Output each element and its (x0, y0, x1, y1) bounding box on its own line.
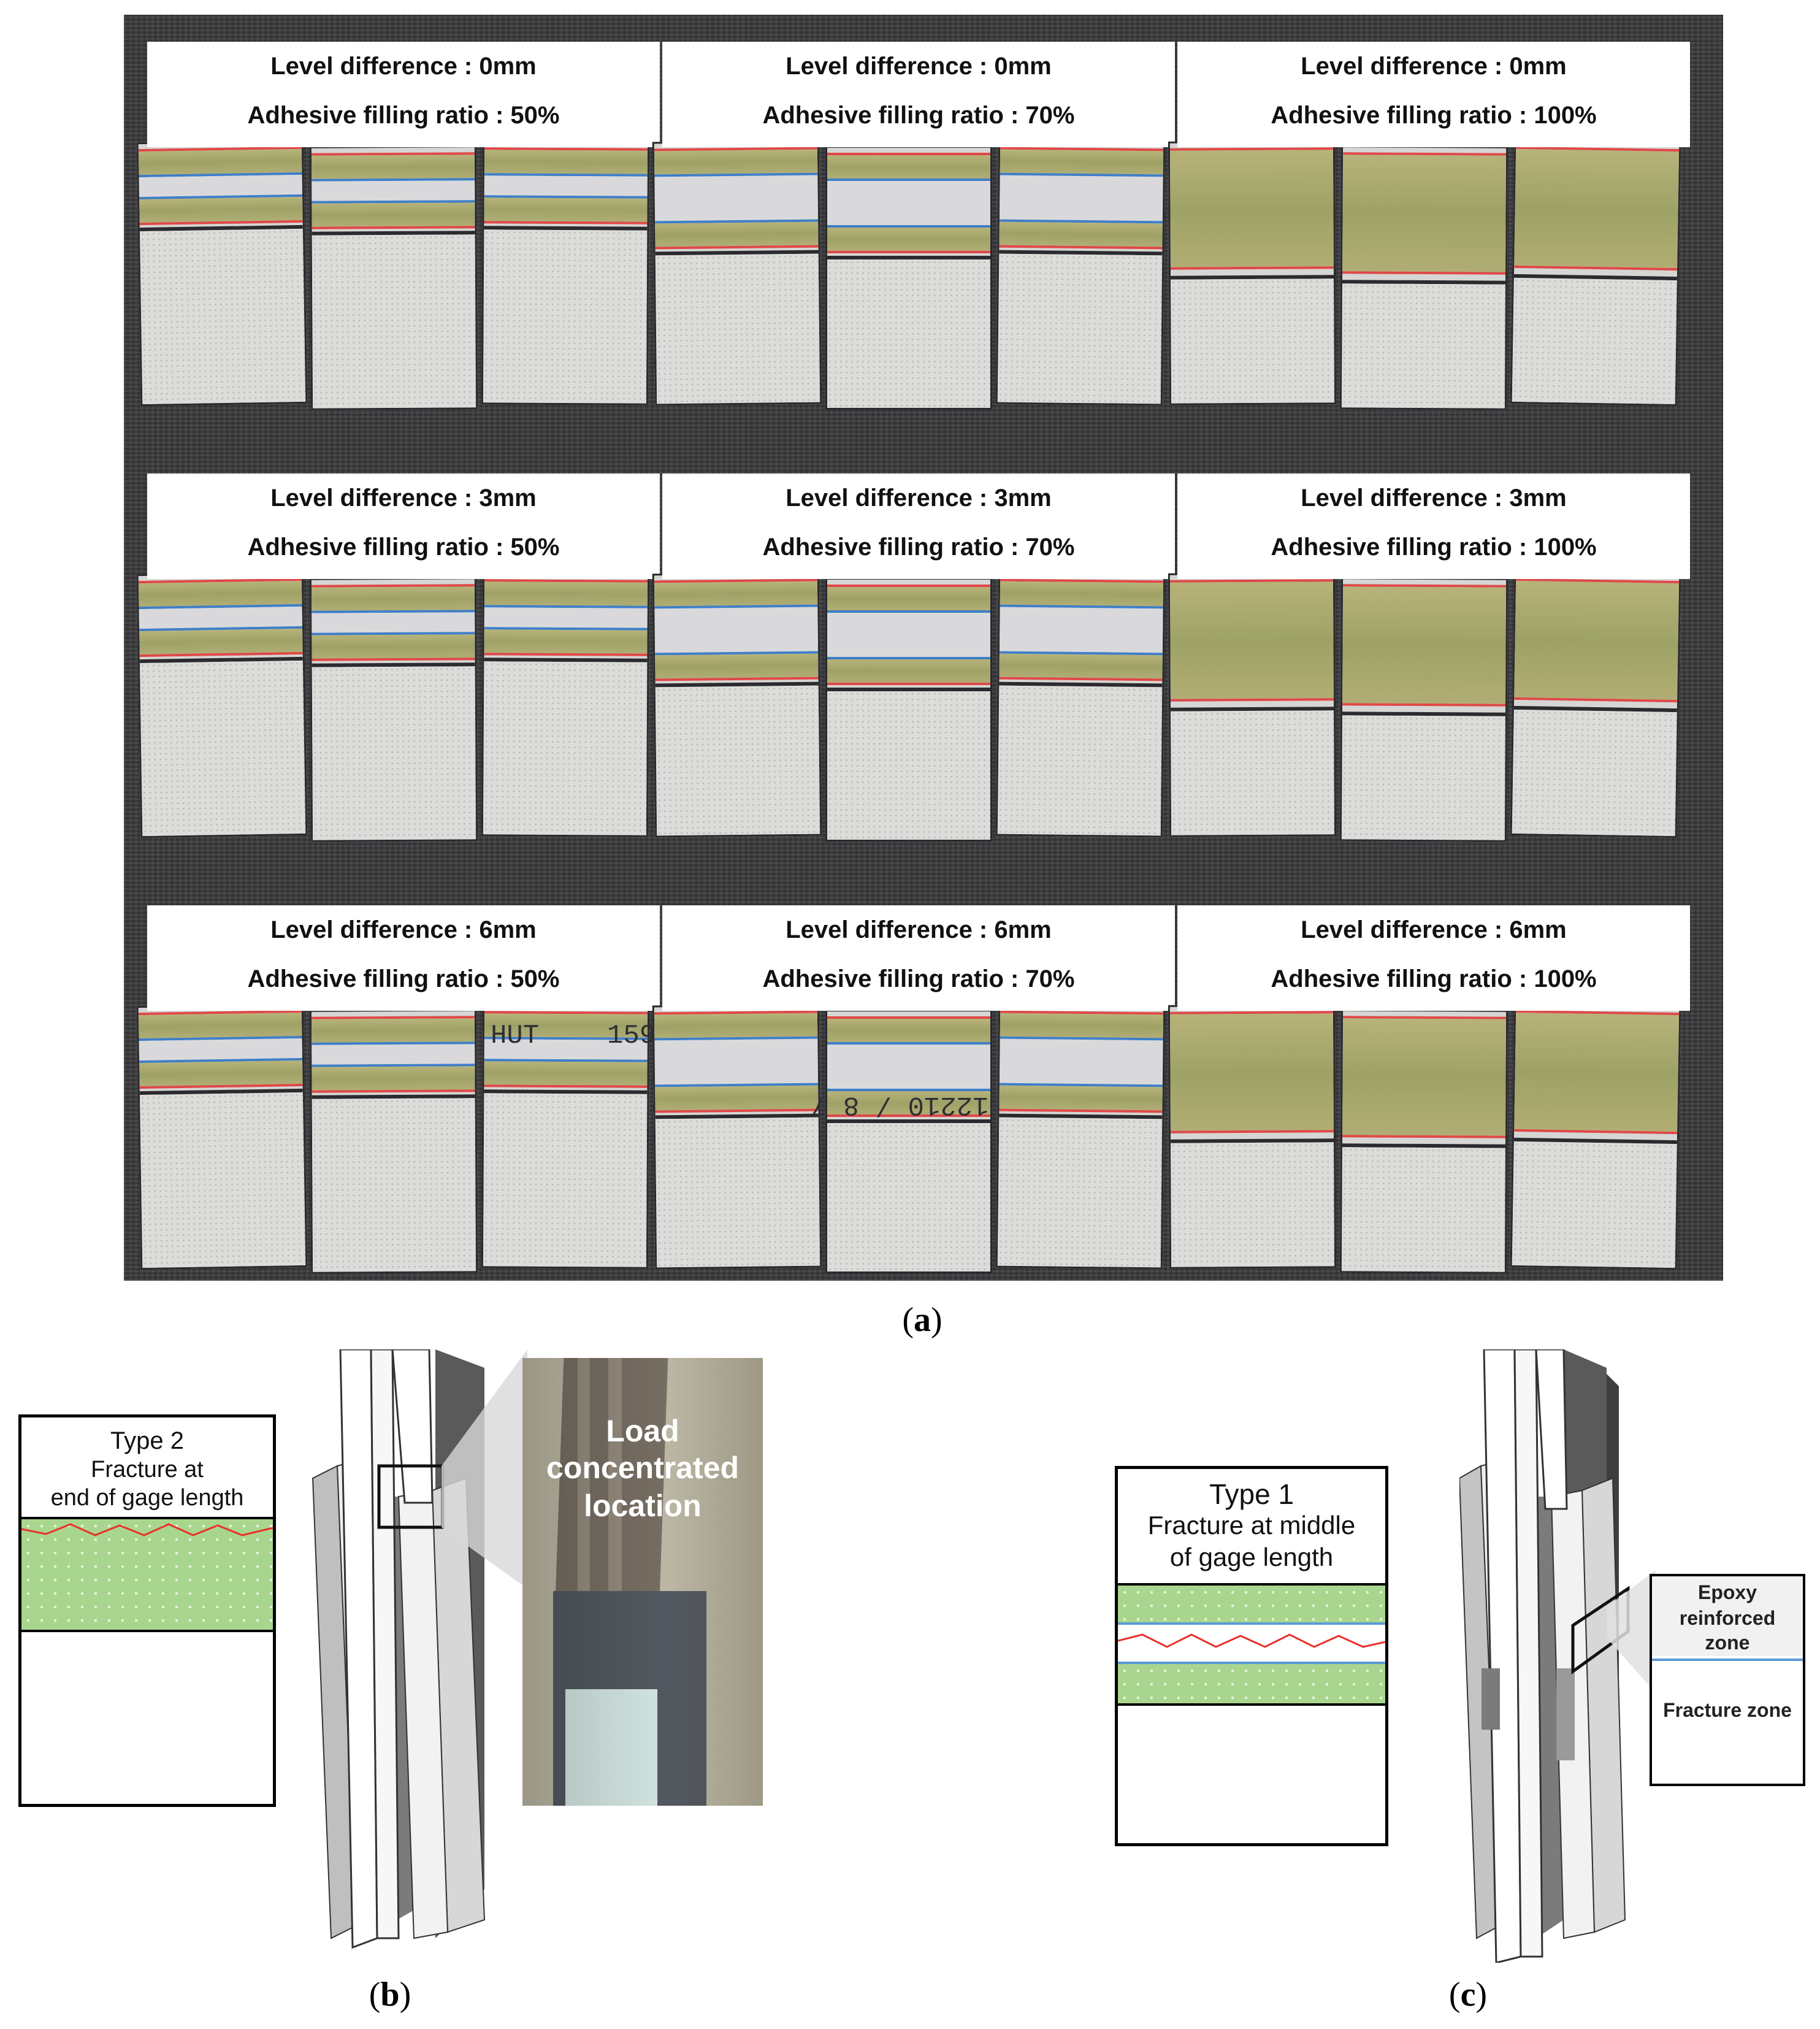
filling-ratio-text: Adhesive filling ratio : 70% (762, 965, 1075, 992)
type2-fracture-box: Type 2 Fracture at end of gage length (18, 1414, 276, 1807)
zone-legend-box: Epoxy reinforced zone Fracture zone (1650, 1574, 1805, 1786)
specimen (1510, 571, 1681, 838)
specimen (825, 146, 992, 410)
load-label-line1: Load (606, 1414, 679, 1448)
specimen (1510, 1003, 1681, 1270)
type1-fracture-line (1118, 1633, 1385, 1648)
zone-top-line3: zone (1705, 1632, 1750, 1654)
type2-fracture-line (21, 1523, 273, 1536)
zoom-cone-c (1607, 1570, 1656, 1693)
specimen (481, 140, 650, 405)
specimen (309, 145, 478, 410)
type2-adhesive-zone (21, 1519, 273, 1630)
level-difference-text: Level difference : 0mm (270, 53, 537, 80)
specimen (652, 140, 822, 406)
specimen (309, 1009, 478, 1274)
specimen (136, 139, 308, 407)
specimen (1339, 577, 1508, 842)
type1-desc-line2: of gage length (1169, 1543, 1334, 1571)
type1-desc-line1: Fracture at middle (1147, 1511, 1356, 1540)
filling-ratio-text: Adhesive filling ratio : 50% (247, 534, 560, 561)
specimen-marking: 159 (607, 1021, 656, 1051)
level-difference-text: Level difference : 0mm (1301, 53, 1567, 80)
specimen (1339, 145, 1508, 410)
specimen (1339, 1009, 1508, 1274)
filling-ratio-text: Adhesive filling ratio : 70% (762, 534, 1075, 561)
level-difference-text: Level difference : 3mm (1301, 485, 1567, 512)
specimen-3d-drawing-b (312, 1349, 486, 1949)
specimen (136, 1003, 308, 1270)
type1-adhesive-upper (1118, 1586, 1385, 1622)
filling-ratio-text: Adhesive filling ratio : 100% (1271, 965, 1597, 992)
specimen (1510, 139, 1681, 407)
caption-c: (c) (1448, 1976, 1488, 2014)
caption-b: (b) (369, 1976, 411, 2014)
level-difference-text: Level difference : 6mm (1301, 916, 1567, 943)
specimen (1168, 572, 1337, 837)
zone-top-line2: reinforced (1679, 1607, 1776, 1629)
filling-ratio-text: Adhesive filling ratio : 50% (247, 965, 560, 992)
specimen (995, 1003, 1166, 1270)
load-label-line2: concentrated (546, 1451, 739, 1485)
specimen (1168, 1004, 1337, 1269)
level-difference-text: Level difference : 3mm (786, 485, 1052, 512)
type1-fracture-box: Type 1 Fracture at middle of gage length (1115, 1466, 1388, 1846)
specimen (825, 1010, 992, 1273)
specimen (481, 572, 650, 837)
specimen (995, 140, 1166, 406)
zone-top-line1: Epoxy (1697, 1581, 1757, 1603)
type1-adhesive-lower (1118, 1664, 1385, 1703)
specimen (309, 577, 478, 842)
type2-desc-line1: Fracture at (91, 1457, 204, 1482)
filling-ratio-text: Adhesive filling ratio : 70% (762, 102, 1075, 129)
level-difference-text: Level difference : 6mm (786, 916, 1052, 943)
type2-desc-line2: end of gage length (50, 1485, 244, 1511)
level-difference-text: Level difference : 3mm (270, 485, 537, 512)
specimen (652, 572, 822, 838)
specimen-marking: 12210 / 8 7 (811, 1089, 989, 1120)
filling-ratio-text: Adhesive filling ratio : 100% (1271, 102, 1597, 129)
specimen-marking: HUT (491, 1021, 540, 1051)
specimen (1168, 140, 1337, 405)
zone-bottom-label: Fracture zone (1663, 1699, 1792, 1721)
type2-title: Type 2 (110, 1427, 185, 1454)
type1-title: Type 1 (1209, 1478, 1294, 1510)
filling-ratio-text: Adhesive filling ratio : 50% (247, 102, 560, 129)
level-difference-text: Level difference : 6mm (270, 916, 537, 943)
specimen (136, 571, 308, 838)
filling-ratio-text: Adhesive filling ratio : 100% (1271, 534, 1597, 561)
zoom-cone (442, 1349, 527, 1589)
level-difference-text: Level difference : 0mm (786, 53, 1052, 80)
specimen (995, 572, 1166, 838)
specimen (825, 578, 992, 842)
load-label-line3: location (584, 1489, 702, 1523)
specimen-3d-drawing-c (1459, 1349, 1630, 1963)
specimen (652, 1003, 822, 1270)
caption-a: (a) (902, 1301, 942, 1339)
closeup-photo: Load concentrated location (522, 1358, 763, 1806)
